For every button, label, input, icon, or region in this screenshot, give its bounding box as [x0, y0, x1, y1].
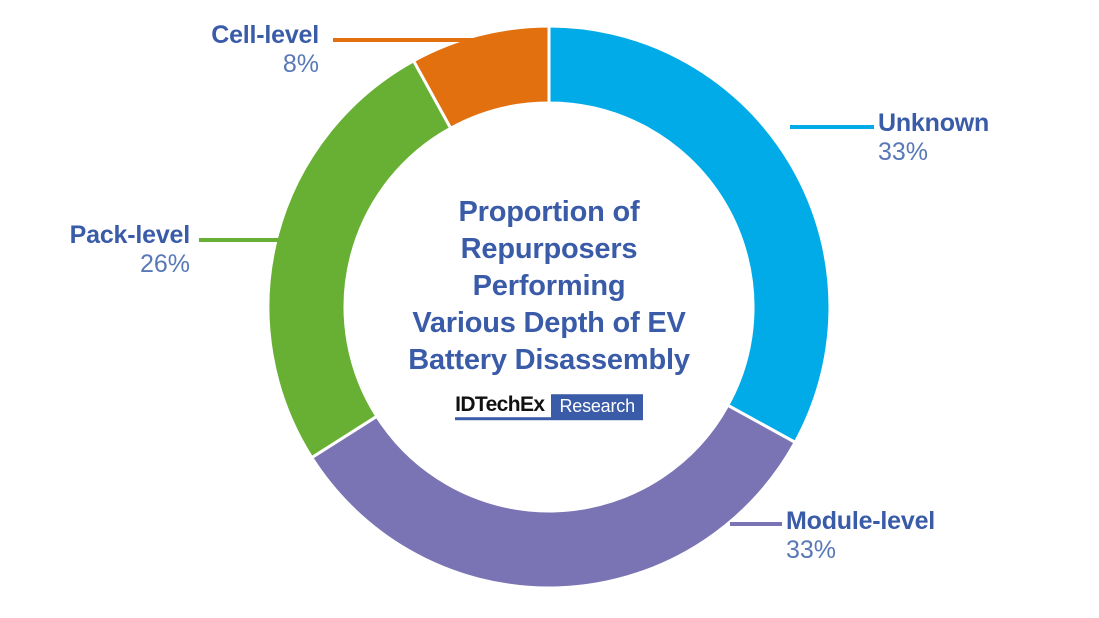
callout-cell-level[interactable]: Cell-level 8% [44, 22, 319, 80]
callout-module-level-value: 33% [786, 536, 837, 564]
callout-pack-level-value: 26% [139, 250, 190, 278]
slice-module[interactable] [309, 403, 798, 590]
callout-unknown-label: Unknown [878, 109, 990, 137]
callout-pack-level-label: Pack-level [69, 221, 191, 249]
callout-module-level-label: Module-level [786, 507, 936, 535]
slice-pack[interactable] [266, 58, 453, 460]
leader-lines [199, 38, 874, 526]
callout-module-level[interactable]: Module-level 33% [786, 508, 1086, 566]
slice-unknown[interactable] [547, 24, 832, 445]
donut-segments [266, 24, 832, 590]
callout-unknown-value: 33% [878, 138, 929, 166]
slice-cell[interactable] [411, 24, 551, 131]
callout-unknown[interactable]: Unknown 33% [878, 110, 1088, 168]
callout-cell-level-label: Cell-level [211, 21, 319, 49]
callout-pack-level[interactable]: Pack-level 26% [0, 221, 191, 280]
callout-cell-level-value: 8% [282, 50, 319, 78]
